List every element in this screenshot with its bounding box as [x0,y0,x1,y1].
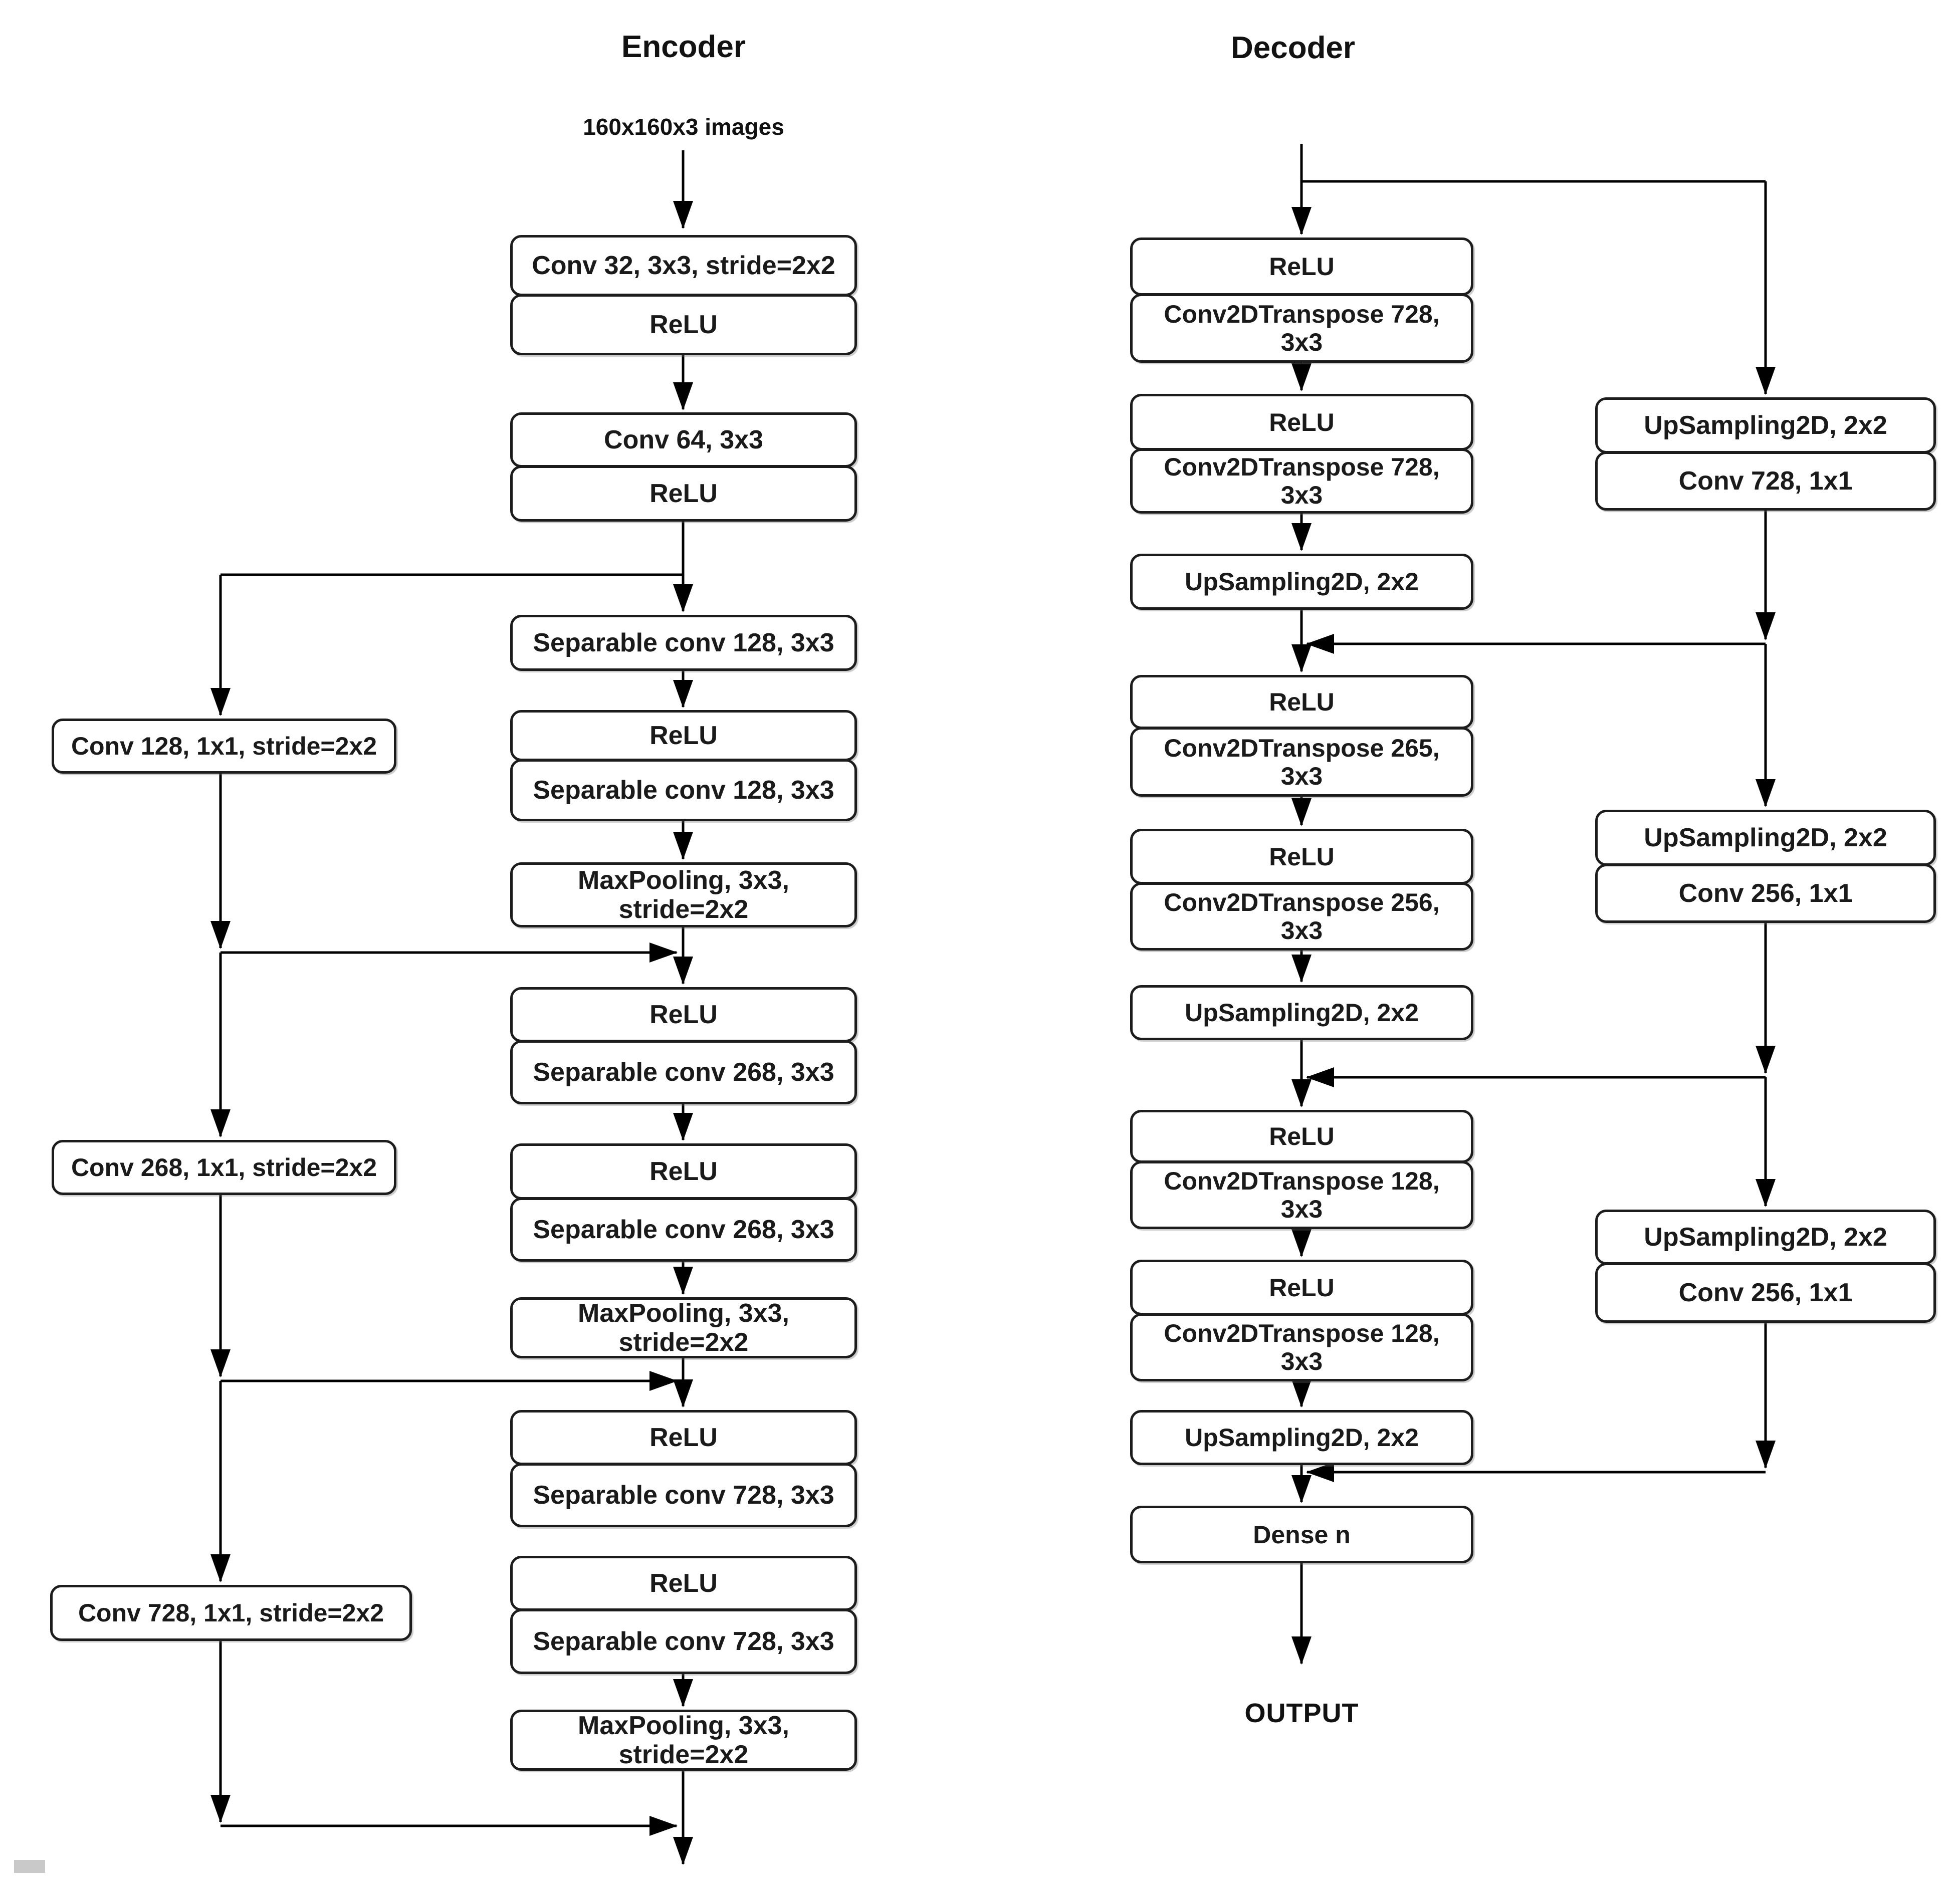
decoder-node-relu-6: ReLU [1130,1260,1473,1315]
decoder-node-relu-4: ReLU [1130,829,1473,884]
encoder-node-sepconv128-b: Separable conv 128, 3x3 [510,759,857,821]
encoder-node-relu-3: ReLU [510,710,857,761]
decoder-shortcut-upsampling-3: UpSampling2D, 2x2 [1595,1210,1936,1265]
encoder-node-relu-6: ReLU [510,1410,857,1465]
encoder-node-sepconv728-a: Separable conv 728, 3x3 [510,1463,857,1527]
encoder-shortcut-conv728: Conv 728, 1x1, stride=2x2 [50,1585,412,1641]
decoder-shortcut-conv256-a: Conv 256, 1x1 [1595,864,1936,923]
decoder-shortcut-upsampling-1: UpSampling2D, 2x2 [1595,397,1936,453]
decoder-node-relu-3: ReLU [1130,675,1473,729]
decoder-node-relu-2: ReLU [1130,394,1473,450]
decoder-shortcut-conv256-b: Conv 256, 1x1 [1595,1263,1936,1323]
encoder-node-conv32: Conv 32, 3x3, stride=2x2 [510,235,857,296]
encoder-node-sepconv128-a: Separable conv 128, 3x3 [510,615,857,671]
encoder-node-sepconv728-b: Separable conv 728, 3x3 [510,1609,857,1674]
decoder-node-c2dt256: Conv2DTranspose 256, 3x3 [1130,882,1473,951]
encoder-node-relu-4: ReLU [510,987,857,1042]
decoder-node-c2dt128-b: Conv2DTranspose 128, 3x3 [1130,1313,1473,1381]
encoder-node-sepconv268-a: Separable conv 268, 3x3 [510,1040,857,1104]
encoder-node-relu-5: ReLU [510,1143,857,1200]
decoder-node-c2dt728-b: Conv2DTranspose 728, 3x3 [1130,448,1473,514]
decoder-node-upsampling-3: UpSampling2D, 2x2 [1130,1410,1473,1465]
encoder-node-sepconv268-b: Separable conv 268, 3x3 [510,1198,857,1262]
encoder-node-maxpool-1: MaxPooling, 3x3, stride=2x2 [510,862,857,927]
corner-artifact [14,1860,45,1873]
encoder-node-relu-2: ReLU [510,465,857,522]
output-label: OUTPUT [1244,1698,1359,1728]
encoder-shortcut-conv128: Conv 128, 1x1, stride=2x2 [52,719,396,774]
decoder-node-upsampling-1: UpSampling2D, 2x2 [1130,554,1473,610]
encoder-shortcut-conv268: Conv 268, 1x1, stride=2x2 [52,1140,396,1195]
encoder-node-maxpool-3: MaxPooling, 3x3, stride=2x2 [510,1710,857,1771]
encoder-node-relu-1: ReLU [510,294,857,355]
decoder-node-relu-1: ReLU [1130,238,1473,296]
encoder-node-relu-7: ReLU [510,1556,857,1611]
decoder-node-c2dt128-a: Conv2DTranspose 128, 3x3 [1130,1161,1473,1229]
decoder-node-c2dt728-a: Conv2DTranspose 728, 3x3 [1130,294,1473,363]
decoder-node-dense: Dense n [1130,1506,1473,1563]
decoder-shortcut-conv728: Conv 728, 1x1 [1595,451,1936,511]
decoder-node-c2dt265: Conv2DTranspose 265, 3x3 [1130,727,1473,797]
encoder-node-maxpool-2: MaxPooling, 3x3, stride=2x2 [510,1297,857,1358]
decoder-node-upsampling-2: UpSampling2D, 2x2 [1130,985,1473,1040]
input-shape-label: 160x160x3 images [583,114,784,140]
decoder-node-relu-5: ReLU [1130,1110,1473,1163]
decoder-shortcut-upsampling-2: UpSampling2D, 2x2 [1595,810,1936,866]
decoder-title: Decoder [1230,31,1356,65]
encoder-node-conv64: Conv 64, 3x3 [510,412,857,467]
encoder-title: Encoder [621,30,746,64]
